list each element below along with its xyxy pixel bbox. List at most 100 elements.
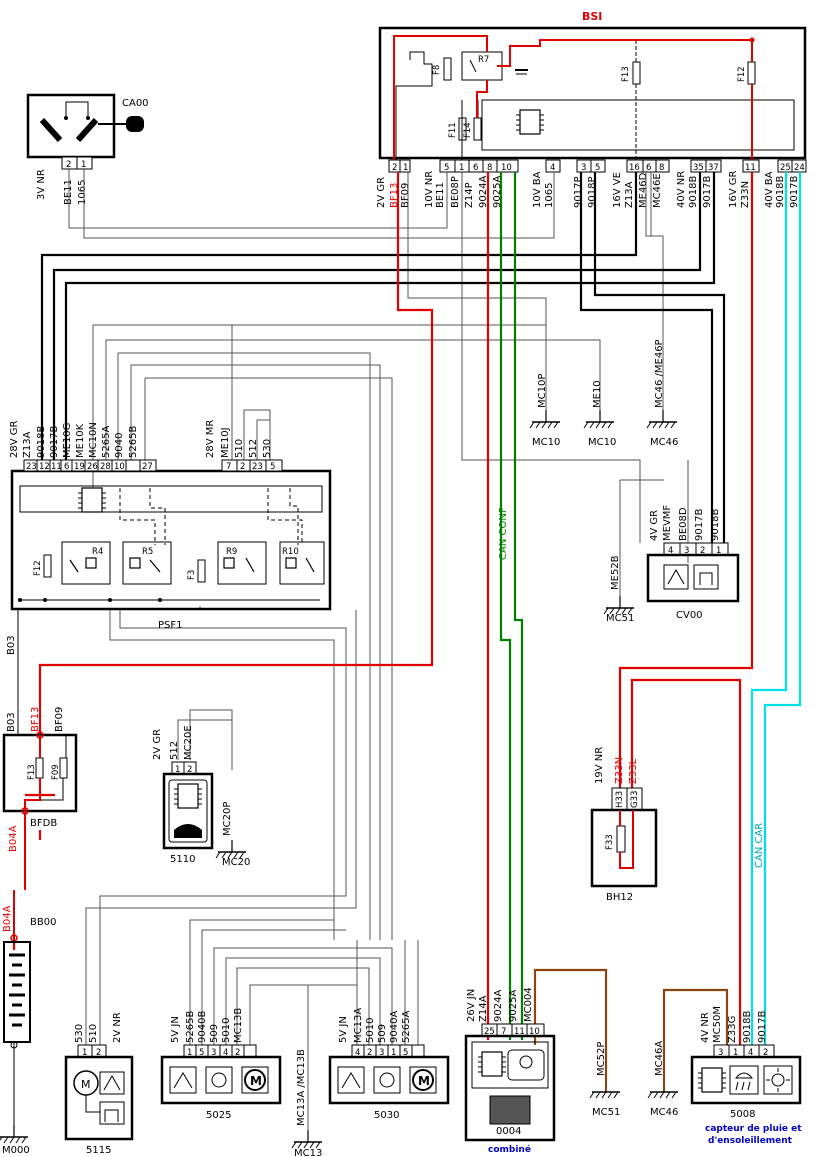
c5030-pin: 1 bbox=[391, 1048, 396, 1058]
psf-wire: ME10J bbox=[220, 427, 231, 458]
can-car-label: CAN CAR bbox=[754, 823, 765, 868]
ground-wire-label: ME52B bbox=[610, 555, 621, 590]
m5110-label: 5110 bbox=[170, 854, 195, 865]
bsi-wire: BE11 bbox=[435, 182, 446, 208]
motor-icon bbox=[409, 1066, 437, 1094]
bsi-f-pin: 35 bbox=[693, 163, 704, 173]
psf-a-pin: 27 bbox=[142, 462, 153, 472]
fuse-f12-label: F12 bbox=[737, 66, 747, 82]
pump-icon bbox=[373, 1066, 401, 1094]
relay-r10-label: R10 bbox=[282, 547, 299, 557]
module-5115: 1 2 M 5115 530 510 2V NR bbox=[64, 1012, 134, 1156]
c5008-pin: 4 bbox=[748, 1048, 753, 1058]
c5008-wire: 9017B bbox=[757, 1011, 768, 1043]
bfdb-wire: B03 bbox=[6, 712, 17, 732]
sun-icon bbox=[763, 1065, 793, 1095]
psf-b-pin: 23 bbox=[252, 462, 263, 472]
bsi-e-pin: 16 bbox=[629, 163, 640, 173]
c5025-wire: 5010 bbox=[221, 1018, 232, 1043]
bh12-pin: H33 bbox=[615, 791, 625, 808]
cv00-pin: 2 bbox=[700, 546, 705, 556]
c5025-wire: MC13B bbox=[233, 1008, 244, 1043]
bsi-wire: 9018P bbox=[587, 177, 598, 208]
bfdb-fuse-f09-label: F09 bbox=[51, 764, 61, 780]
ground-wire-label: MC20P bbox=[222, 802, 233, 836]
wiper-icon bbox=[99, 1071, 125, 1095]
c5008-header: 4V NR bbox=[700, 1012, 711, 1043]
c5110-pin: 2 bbox=[187, 765, 192, 775]
bsi-e-pin: 8 bbox=[659, 163, 664, 173]
c0004-wire: 9024A bbox=[493, 990, 504, 1022]
fuse-f14-label: F14 bbox=[463, 122, 473, 138]
bh12-pin: G33 bbox=[630, 791, 640, 808]
ground-wire-label: MC46 /ME46P bbox=[654, 339, 665, 408]
c5008-wire: Z33G bbox=[727, 1016, 738, 1043]
bsi-b-pin: 1 bbox=[459, 163, 464, 173]
psf-b-pin: 7 bbox=[226, 462, 231, 472]
fuse-f11-label: F11 bbox=[448, 122, 458, 138]
c5025-header: 5V JN bbox=[170, 1016, 181, 1043]
c5030-wire: MC13A bbox=[353, 1008, 364, 1043]
ground-mc20-label: MC20 bbox=[222, 857, 250, 868]
ground-mc46-label: MC46 bbox=[650, 437, 678, 448]
psf1-connectors: 23 12 11 6 19 26 28 10 27 7 2 23 5 28V G… bbox=[9, 420, 283, 472]
c0004-pin: 10 bbox=[529, 1027, 540, 1037]
key-icon bbox=[126, 116, 144, 132]
ground-mc13: MC13A /MC13B MC13 bbox=[291, 1049, 323, 1157]
bsi-d-pin: 3 bbox=[581, 163, 586, 173]
m0004-caption: combiné bbox=[488, 1144, 531, 1155]
psf-wire: ME10K bbox=[75, 423, 86, 458]
bsi-b-pin: 5 bbox=[444, 163, 449, 173]
psf-a-pin: 28 bbox=[100, 462, 111, 472]
psf-bfdb-link: B03 bbox=[6, 609, 19, 735]
module-5025: 1 5 3 4 2 M 5025 5V JN 5265B 9040B 509 5… bbox=[160, 1008, 282, 1121]
relay-r5-label: R5 bbox=[142, 547, 153, 557]
relay-r4-label: R4 bbox=[92, 547, 103, 557]
bfdb-wire: BF09 bbox=[54, 707, 65, 732]
cv00-pin: 4 bbox=[668, 546, 673, 556]
psf-a-pin: 10 bbox=[114, 462, 125, 472]
psf-wire: MC10N bbox=[88, 422, 99, 458]
bsi-label: BSI bbox=[582, 10, 602, 23]
m5025-label: 5025 bbox=[206, 1110, 231, 1121]
rain-icon bbox=[729, 1065, 759, 1095]
c5025-pin: 1 bbox=[187, 1048, 192, 1058]
c5030-pin: 3 bbox=[379, 1048, 384, 1058]
gauge-icon bbox=[507, 1049, 545, 1081]
psf-fuse-f12-label: F12 bbox=[33, 560, 43, 576]
psf-a-pin: 23 bbox=[26, 462, 37, 472]
c5115-wire: 530 bbox=[74, 1024, 85, 1043]
bsi-h-header: 40V BA bbox=[764, 171, 775, 208]
bfdb-module: F13 F09 BFDB B03 BF13 BF09 B04A bbox=[2, 707, 78, 890]
c5008-pin: 3 bbox=[718, 1048, 723, 1058]
fuse-f13-label: F13 bbox=[621, 66, 631, 82]
psf-wire: 5265A bbox=[101, 426, 112, 458]
bsi-g-pin: 11 bbox=[745, 163, 756, 173]
bsi-wire: 9024A bbox=[478, 176, 489, 208]
grounds-bottom: MC52P MC51 MC46A MC46 bbox=[589, 1041, 679, 1118]
psf-wire: 530 bbox=[262, 439, 273, 458]
ca00-header: 3V NR bbox=[36, 169, 47, 200]
psf-wire: 9040 bbox=[114, 433, 125, 458]
bsi-wire: 9025A bbox=[492, 176, 503, 208]
m5008-label: 5008 bbox=[730, 1109, 755, 1120]
bh12-header: 19V NR bbox=[594, 747, 605, 784]
bsi-wire: 9017B bbox=[702, 176, 713, 208]
psf-a-pin: 6 bbox=[64, 462, 69, 472]
ca00-wire: 1065 bbox=[77, 180, 88, 205]
cv00-wire: 9018B bbox=[710, 509, 721, 541]
cv00-pin: 3 bbox=[684, 546, 689, 556]
c5008-pin: 1 bbox=[733, 1048, 738, 1058]
c5030-wire: 5265A bbox=[401, 1011, 412, 1043]
c5110-wire: MC20E bbox=[183, 725, 194, 760]
ground-wire-label: MC10P bbox=[537, 374, 548, 408]
bfdb-label: BFDB bbox=[30, 818, 57, 829]
ground-mc51-label: MC51 bbox=[592, 1107, 620, 1118]
m5008-caption: capteur de pluie et bbox=[705, 1124, 802, 1134]
wiring-can-car bbox=[750, 172, 802, 1045]
bsi-wire: 9018B bbox=[688, 176, 699, 208]
m5115-label: 5115 bbox=[86, 1145, 111, 1156]
c0004-pin: 25 bbox=[484, 1027, 495, 1037]
bfdb-wire: BF13 bbox=[30, 707, 41, 732]
bsi-h-pin: 24 bbox=[794, 163, 805, 173]
